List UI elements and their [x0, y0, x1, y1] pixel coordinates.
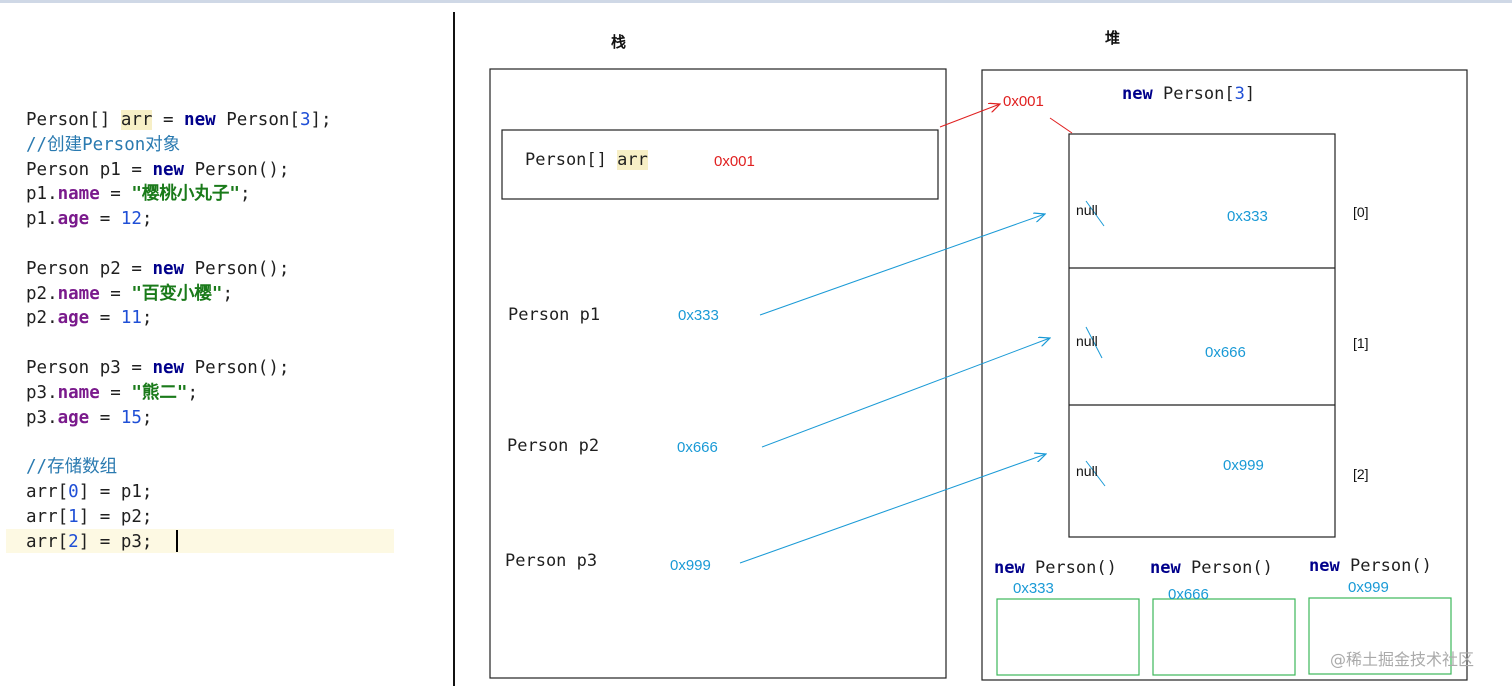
code-line-assign-2: arr[2] = p3;: [26, 531, 153, 552]
p1-reference-arrow: [759, 214, 1045, 316]
heap-frame: [981, 69, 1468, 681]
arr-reference-arrow: [939, 104, 1000, 128]
null-strike-mark: [1085, 326, 1103, 359]
window-top-border: [0, 0, 1512, 3]
null-strike-mark: [1085, 200, 1105, 227]
heap-object-2-address: 0x666: [1168, 586, 1209, 603]
code-line-p2-age: p2.age = 11;: [26, 308, 153, 329]
cell-1-null: null: [1076, 333, 1098, 349]
array-address-link: [1049, 117, 1073, 134]
code-line-p3-name: p3.name = "熊二";: [26, 382, 198, 403]
watermark: @稀土掘金技术社区: [1330, 650, 1475, 669]
stack-p1-label: Person p1: [508, 305, 601, 325]
cell-2-null: null: [1076, 463, 1098, 479]
heap-object-box-2: [1152, 598, 1296, 676]
code-line-p1-age: p1.age = 12;: [26, 209, 153, 230]
code-line-p2-name: p2.name = "百变小樱";: [26, 283, 233, 304]
code-line-p1-decl: Person p1 = new Person();: [26, 159, 290, 180]
null-strike-mark: [1085, 460, 1106, 487]
code-line-p3-age: p3.age = 15;: [26, 407, 153, 428]
cell-0-null: null: [1076, 202, 1098, 218]
code-line-p1-name: p1.name = "樱桃小丸子";: [26, 184, 251, 205]
stack-p3-label: Person p3: [505, 551, 598, 571]
heap-object-3-label: new Person(): [1309, 556, 1432, 576]
heap-title: 堆: [1105, 29, 1121, 47]
code-comment-store: //存储数组: [26, 457, 118, 478]
stack-p2-address: 0x666: [677, 439, 718, 456]
stack-p2-label: Person p2: [507, 436, 600, 456]
code-line-p3-decl: Person p3 = new Person();: [26, 357, 290, 378]
heap-object-box-3: [1308, 597, 1452, 675]
stack-arr-slot: [501, 129, 939, 200]
stack-arr-label: Person[] arr: [525, 150, 648, 170]
cell-2-index: [2]: [1353, 466, 1369, 482]
text-cursor: [176, 530, 178, 552]
stack-p1-address: 0x333: [678, 307, 719, 324]
code-line-assign-0: arr[0] = p1;: [26, 481, 153, 502]
p3-reference-arrow: [739, 454, 1046, 564]
heap-object-2-label: new Person(): [1150, 558, 1273, 578]
current-line-highlight: [6, 529, 394, 553]
code-editor[interactable]: Person[] arr = new Person[3]; //创建Person…: [26, 108, 332, 554]
heap-object-box-1: [996, 598, 1140, 676]
cell-1-index: [1]: [1353, 335, 1369, 351]
cell-0-index: [0]: [1353, 204, 1369, 220]
stack-title: 栈: [611, 33, 627, 51]
heap-object-1-label: new Person(): [994, 558, 1117, 578]
code-line-array-decl: Person[] arr = new Person[3];: [26, 110, 332, 130]
heap-array-box: [1068, 133, 1336, 538]
cell-0-address: 0x333: [1227, 208, 1268, 225]
heap-array-address: 0x001: [1003, 93, 1044, 110]
cell-1-address: 0x666: [1205, 344, 1246, 361]
pane-divider: [453, 12, 455, 686]
cell-2-address: 0x999: [1223, 457, 1264, 474]
stack-frame: [489, 68, 947, 679]
stack-arr-address: 0x001: [714, 153, 755, 170]
code-line-assign-1: arr[1] = p2;: [26, 506, 153, 527]
heap-object-1-address: 0x333: [1013, 580, 1054, 597]
code-comment-create: //创建Person对象: [26, 134, 181, 155]
heap-array-header: new Person[3]: [1122, 84, 1256, 104]
p2-reference-arrow: [761, 338, 1050, 448]
code-line-p2-decl: Person p2 = new Person();: [26, 258, 290, 279]
stack-p3-address: 0x999: [670, 557, 711, 574]
heap-object-3-address: 0x999: [1348, 579, 1389, 596]
